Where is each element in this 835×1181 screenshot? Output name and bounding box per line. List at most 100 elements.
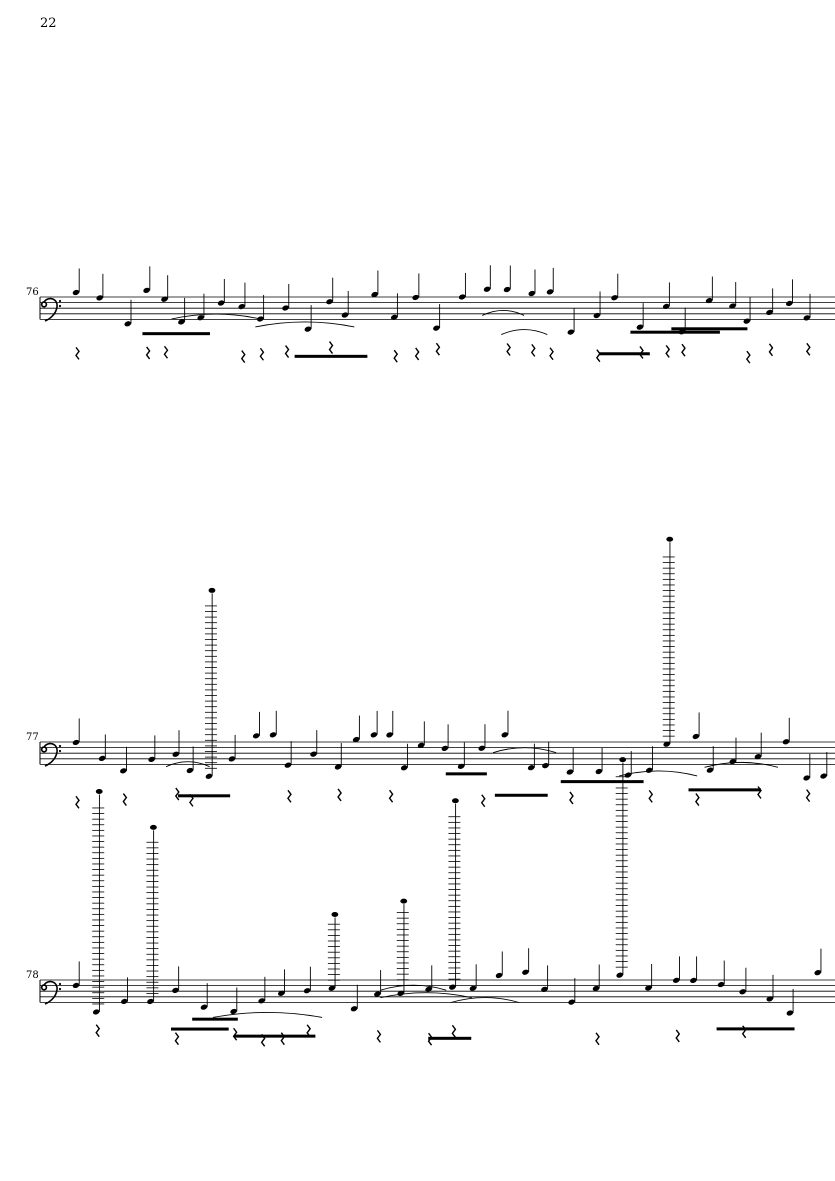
bass-clef-dot <box>58 982 62 986</box>
measure-number-78: 78 <box>26 970 39 981</box>
notehead <box>310 751 317 757</box>
notehead <box>690 977 697 984</box>
high-notehead <box>451 798 459 804</box>
rest <box>328 341 334 354</box>
slur <box>501 329 548 335</box>
notehead <box>197 315 205 321</box>
notehead <box>458 294 466 300</box>
bass-clef-dot <box>58 744 62 748</box>
notehead <box>334 764 342 770</box>
notehead <box>186 767 194 774</box>
rest <box>451 1024 457 1038</box>
slur <box>380 984 447 991</box>
notehead <box>478 745 486 751</box>
rest <box>549 347 554 361</box>
notehead <box>143 287 150 293</box>
notehead <box>527 765 535 771</box>
slur <box>171 313 261 320</box>
notehead <box>386 732 393 738</box>
slur <box>619 770 698 777</box>
rest <box>675 1029 681 1043</box>
rest <box>695 793 700 807</box>
measure-number-77: 77 <box>26 732 39 743</box>
notehead <box>663 741 671 747</box>
notehead <box>541 986 548 993</box>
notehead <box>743 318 751 324</box>
rest <box>284 345 290 358</box>
rest <box>595 1032 600 1046</box>
notehead <box>228 756 236 762</box>
notehead <box>528 290 536 297</box>
rest <box>240 350 246 363</box>
beam <box>560 780 644 784</box>
notehead <box>341 312 349 318</box>
notehead <box>417 742 425 749</box>
notehead <box>120 768 127 774</box>
notehead <box>786 1010 794 1016</box>
beam <box>598 352 650 356</box>
notehead <box>278 990 285 996</box>
beam <box>445 772 487 776</box>
beam <box>688 788 762 792</box>
rest <box>435 342 441 356</box>
notehead <box>269 732 277 738</box>
bass-clef-dot <box>58 304 62 308</box>
notes-layer <box>72 265 811 364</box>
notehead <box>595 768 603 775</box>
notehead <box>400 765 408 771</box>
notehead <box>433 325 440 331</box>
notehead <box>546 289 554 295</box>
notehead <box>495 972 503 979</box>
beam <box>178 794 231 798</box>
slur <box>165 761 210 768</box>
rest <box>259 347 265 361</box>
notehead <box>172 987 179 994</box>
notes-layer <box>72 536 828 809</box>
notehead <box>425 986 432 992</box>
rest <box>122 793 128 806</box>
rest <box>280 1032 286 1046</box>
rest <box>506 343 511 356</box>
notehead <box>178 319 185 325</box>
notehead <box>803 775 810 781</box>
rest <box>805 789 811 803</box>
rest <box>75 795 80 809</box>
notehead <box>217 300 225 306</box>
notehead <box>754 753 762 760</box>
rest <box>337 788 342 802</box>
rest <box>75 346 80 360</box>
notehead <box>501 732 509 738</box>
rest <box>757 786 762 799</box>
rest <box>174 787 180 801</box>
notehead <box>803 315 811 321</box>
slur <box>255 321 355 328</box>
notehead <box>766 996 774 1002</box>
notehead <box>121 998 128 1005</box>
notehead <box>593 312 601 319</box>
beam <box>142 332 210 336</box>
notehead <box>390 314 398 320</box>
high-notehead <box>95 789 103 795</box>
slur <box>492 747 557 754</box>
notehead <box>258 998 265 1004</box>
measure-number-76: 76 <box>26 287 39 298</box>
high-notehead <box>400 898 408 904</box>
notehead <box>616 972 624 978</box>
rest <box>569 791 574 805</box>
notehead <box>412 294 419 301</box>
notehead <box>542 762 549 769</box>
beam <box>234 1034 316 1038</box>
notehead <box>636 324 644 330</box>
notehead <box>72 982 80 989</box>
slur <box>482 309 525 316</box>
notehead <box>72 289 80 296</box>
bass-clef-dot <box>58 299 62 303</box>
notehead <box>705 297 713 304</box>
high-notehead <box>619 757 627 763</box>
rest <box>393 349 399 363</box>
beam <box>192 1017 238 1021</box>
notehead <box>374 991 381 997</box>
notehead <box>611 295 618 301</box>
bass-clef-body <box>40 297 58 322</box>
